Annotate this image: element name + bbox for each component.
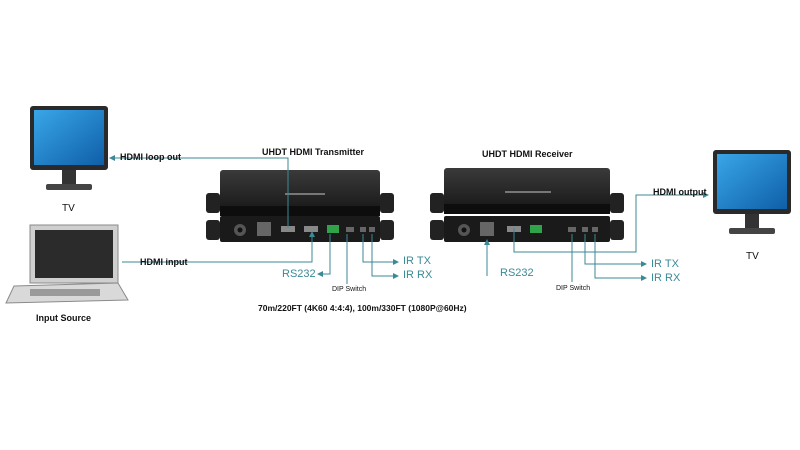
hdmi-input-label: HDMI input: [140, 257, 188, 267]
tx-ir-rx-line: [371, 234, 399, 279]
connection-lines: [109, 155, 709, 284]
receiver-top-unit: [430, 168, 624, 214]
tx-ir-tx-line: [362, 234, 399, 265]
tv-right-label: TV: [746, 251, 759, 262]
tv-right-monitor-icon: [713, 150, 791, 234]
transmitter-top-unit: [206, 170, 394, 216]
transmitter-title: UHDT HDMI Transmitter: [262, 147, 365, 157]
distance-label: 70m/220FT (4K60 4:4:4), 100m/330FT (1080…: [258, 303, 467, 313]
transmitter-rear-panel: [206, 216, 394, 242]
hdmi-output-label: HDMI output: [653, 187, 707, 197]
tv-left-label: TV: [62, 203, 75, 214]
hdmi-loop-out-line: [109, 155, 289, 228]
tx-ir-tx-label: IR TX: [403, 255, 431, 267]
rx-ir-tx-label: IR TX: [651, 258, 679, 270]
tx-dip-switch-label: DIP Switch: [332, 286, 367, 293]
rx-ir-rx-label: IR RX: [651, 272, 681, 284]
rx-dip-switch-label: DIP Switch: [556, 285, 591, 292]
tx-rs232-line: [317, 234, 331, 277]
rx-rs232-label: RS232: [500, 267, 534, 279]
rx-ir-rx-line: [594, 234, 647, 281]
input-source-label: Input Source: [36, 313, 92, 323]
laptop-icon: [5, 224, 129, 304]
tx-rs232-label: RS232: [282, 268, 316, 280]
tx-ir-rx-label: IR RX: [403, 269, 433, 281]
rx-ir-tx-line: [584, 234, 647, 267]
hdmi-loop-out-label: HDMI loop out: [120, 152, 181, 162]
tv-left-monitor-icon: [30, 106, 108, 190]
receiver-title: UHDT HDMI Receiver: [482, 149, 573, 159]
receiver-rear-panel: [430, 216, 624, 242]
hdmi-output-line: [513, 192, 709, 253]
hdmi-input-line: [122, 231, 315, 263]
